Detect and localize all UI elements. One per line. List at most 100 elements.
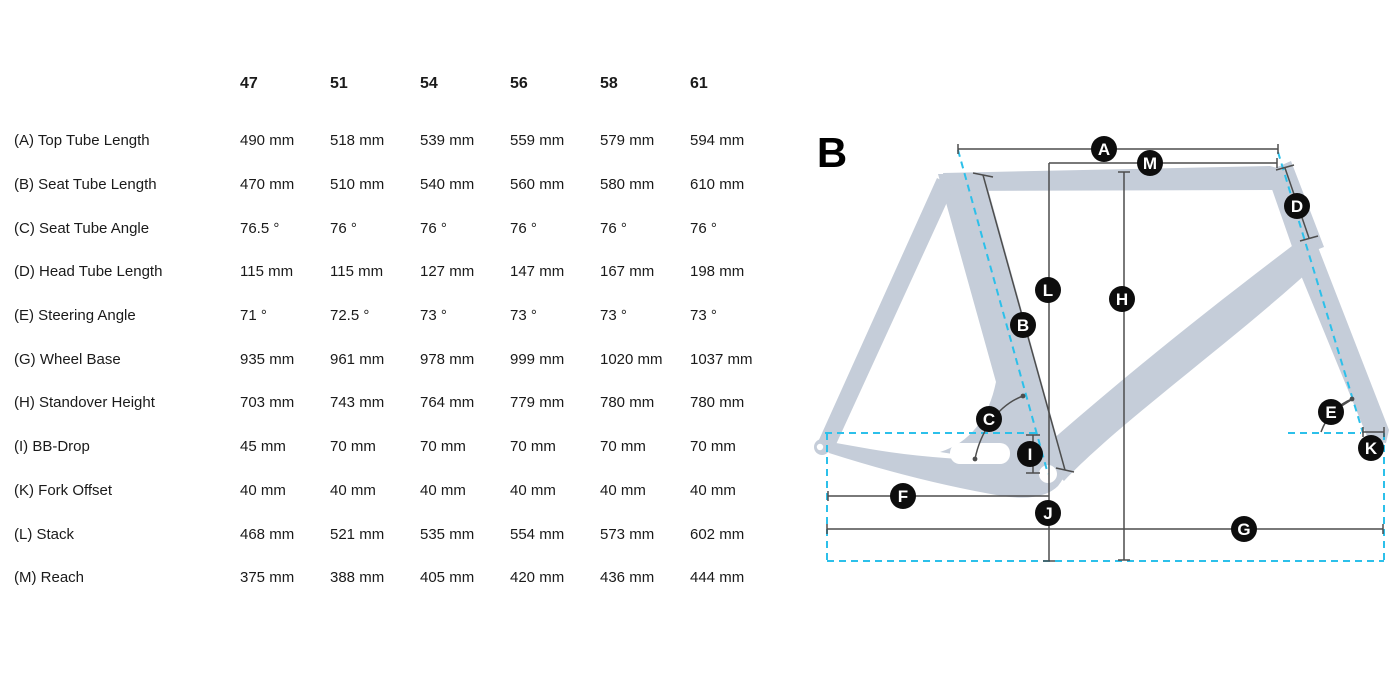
size-column-header: 61 (690, 75, 708, 92)
svg-text:C: C (983, 410, 995, 429)
geometry-value: 71 ° (240, 307, 267, 325)
top-tube (943, 166, 1281, 191)
geometry-value: 602 mm (690, 525, 745, 543)
marker-i: I (1017, 441, 1043, 467)
marker-f: F (890, 483, 916, 509)
geometry-value: 127 mm (420, 263, 475, 281)
size-column-header: 56 (510, 75, 528, 92)
geometry-value: 73 ° (600, 307, 627, 325)
marker-h: H (1109, 286, 1135, 312)
marker-c: C (976, 406, 1002, 432)
geometry-value: 115 mm (330, 263, 384, 281)
geometry-value: 198 mm (690, 263, 745, 281)
size-column-header: 47 (240, 75, 258, 92)
geometry-value: 76 ° (420, 219, 447, 237)
marker-g: G (1231, 516, 1257, 542)
svg-text:E: E (1325, 403, 1336, 422)
geometry-value: 436 mm (600, 569, 655, 587)
geometry-value: 76 ° (690, 219, 717, 237)
svg-text:B: B (1017, 316, 1029, 335)
measure-fork-offset-K (1362, 427, 1385, 437)
row-label: (A) Top Tube Length (14, 132, 150, 150)
row-label: (M) Reach (14, 569, 85, 587)
svg-text:L: L (1043, 281, 1053, 300)
measure-chainstay-F (827, 491, 1049, 501)
geometry-value: 779 mm (510, 394, 565, 412)
geometry-value: 780 mm (690, 394, 745, 412)
marker-j: J (1035, 500, 1061, 526)
geometry-value: 594 mm (690, 132, 745, 150)
marker-e: E (1318, 399, 1344, 425)
geometry-value: 420 mm (510, 569, 565, 587)
geometry-value: 73 ° (510, 307, 537, 325)
geometry-value: 468 mm (240, 525, 295, 543)
seat-stay (818, 178, 954, 451)
geometry-value: 560 mm (510, 176, 565, 194)
geometry-value: 76 ° (330, 219, 357, 237)
rear-wheel-cutout (950, 443, 1010, 464)
chain-stay (819, 440, 1066, 498)
geometry-value: 70 mm (420, 438, 466, 456)
marker-b: B (1010, 312, 1036, 338)
geometry-value: 490 mm (240, 132, 295, 150)
geometry-value: 510 mm (330, 176, 385, 194)
measure-wheelbase-G (826, 524, 1384, 534)
geometry-value: 579 mm (600, 132, 655, 150)
geometry-value: 961 mm (330, 350, 385, 368)
geometry-value: 703 mm (240, 394, 295, 412)
size-column-header: 54 (420, 75, 438, 92)
geometry-value: 780 mm (600, 394, 655, 412)
measure-top-tube-A (957, 144, 1279, 154)
row-label: (D) Head Tube Length (14, 263, 163, 281)
svg-text:F: F (898, 487, 908, 506)
marker-l: L (1035, 277, 1061, 303)
rear-axle-hole (816, 443, 824, 451)
svg-text:A: A (1098, 140, 1110, 159)
size-column-header: 51 (330, 75, 348, 92)
geometry-value: 518 mm (330, 132, 385, 150)
svg-text:J: J (1043, 504, 1052, 523)
geometry-value: 375 mm (240, 569, 295, 587)
geometry-value: 610 mm (690, 176, 745, 194)
geometry-value: 999 mm (510, 350, 565, 368)
geometry-row: (D) Head Tube Length 115 mm 115 mm 127 mm 14… (14, 250, 780, 294)
svg-text:M: M (1143, 154, 1157, 173)
bike-frame (814, 161, 1389, 498)
geometry-value: 388 mm (330, 569, 385, 587)
svg-text:H: H (1116, 290, 1128, 309)
geometry-value: 554 mm (510, 525, 565, 543)
measurement-lines (826, 144, 1385, 562)
geometry-value: 540 mm (420, 176, 475, 194)
geometry-value: 521 mm (330, 525, 385, 543)
marker-a: A (1091, 136, 1117, 162)
geometry-value: 70 mm (510, 438, 556, 456)
geometry-value: 115 mm (240, 263, 294, 281)
row-label: (E) Steering Angle (14, 307, 136, 325)
geometry-value: 167 mm (600, 263, 655, 281)
geometry-value: 45 mm (240, 438, 286, 456)
geometry-value: 535 mm (420, 525, 475, 543)
row-label: (L) Stack (14, 525, 75, 543)
geometry-value: 559 mm (510, 132, 565, 150)
geometry-value: 70 mm (690, 438, 736, 456)
geometry-value: 40 mm (420, 481, 466, 499)
geometry-value: 743 mm (330, 394, 385, 412)
measure-standover-H (1118, 171, 1130, 561)
fork (1293, 242, 1389, 443)
geometry-value: 764 mm (420, 394, 475, 412)
diagram-markers: A M D L H B C E (890, 136, 1384, 542)
marker-d: D (1284, 193, 1310, 219)
geometry-value: 470 mm (240, 176, 295, 194)
seat-tube (938, 174, 1066, 479)
geometry-value: 147 mm (510, 263, 565, 281)
geometry-value: 40 mm (240, 481, 286, 499)
marker-m: M (1137, 150, 1163, 176)
